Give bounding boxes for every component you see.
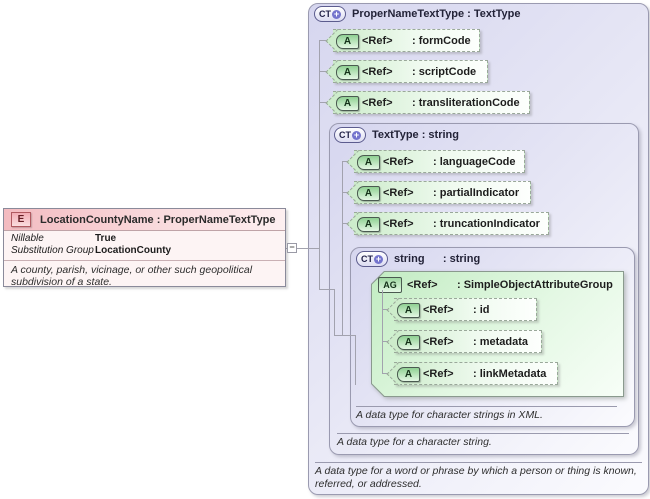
attribute-icon: A — [397, 335, 420, 350]
attribute-ref: <Ref> — [383, 187, 414, 199]
tree-line — [319, 40, 320, 290]
attribute-group-ref: <Ref> — [407, 279, 438, 291]
attribute-ref: <Ref> — [362, 66, 393, 78]
attribute-name: : transliterationCode — [412, 97, 520, 109]
attribute-ref: <Ref> — [383, 218, 414, 230]
complex-type-icon: CT+ — [334, 127, 366, 143]
attribute-icon: A — [357, 217, 380, 232]
tree-line — [334, 335, 356, 336]
element-header[interactable]: E LocationCountyName : ProperNameTextTyp… — [4, 209, 285, 231]
attribute-ref: <Ref> — [362, 97, 393, 109]
property-label: Nillable — [11, 233, 44, 244]
attribute-tag-partialindicator[interactable]: A <Ref> : partialIndicator — [354, 181, 531, 204]
attribute-icon: A — [336, 65, 359, 80]
expand-icon[interactable]: + — [374, 253, 383, 264]
type-title: string : string — [394, 253, 481, 265]
attribute-name: : scriptCode — [412, 66, 477, 78]
attribute-name: : metadata — [473, 336, 529, 348]
attribute-name: : id — [473, 304, 490, 316]
property-label: Substitution Group — [11, 245, 94, 256]
type-title: ProperNameTextType : TextType — [352, 8, 521, 20]
attribute-name: : linkMetadata — [473, 368, 547, 380]
complex-type-icon: CT+ — [314, 6, 346, 22]
annotation-texttype: A data type for a character string. — [337, 436, 492, 448]
tree-line — [355, 335, 356, 385]
attribute-tag-transliterationcode[interactable]: A <Ref> : transliterationCode — [333, 91, 530, 114]
attribute-ref: <Ref> — [423, 304, 454, 316]
attribute-icon: A — [336, 96, 359, 111]
element-box-locationcountyname[interactable]: E LocationCountyName : ProperNameTextTyp… — [3, 208, 286, 288]
expand-icon[interactable]: + — [332, 8, 341, 19]
attribute-group-name: : SimpleObjectAttributeGroup — [457, 279, 613, 291]
property-row-nillable: Nillable True — [11, 233, 285, 245]
attribute-tag-id[interactable]: A <Ref> : id — [394, 298, 537, 321]
tree-line — [342, 161, 343, 335]
tree-line — [319, 289, 335, 290]
element-icon: E — [11, 212, 31, 227]
attribute-name: : languageCode — [433, 156, 516, 168]
type-header-string[interactable]: CT+ string : string — [356, 251, 480, 267]
attribute-icon: A — [357, 155, 380, 170]
annotation-propernametexttype: A data type for a word or phrase by whic… — [315, 465, 637, 490]
tree-line — [334, 289, 335, 335]
element-title: LocationCountyName : ProperNameTextType — [40, 213, 276, 226]
attribute-ref: <Ref> — [362, 35, 393, 47]
attribute-ref: <Ref> — [423, 336, 454, 348]
attribute-tag-truncationindicator[interactable]: A <Ref> : truncationIndicator — [354, 212, 549, 235]
collapse-toggle[interactable]: − — [287, 243, 297, 253]
attribute-name: : truncationIndicator — [433, 218, 540, 230]
annotation-string: A data type for character strings in XML… — [356, 409, 543, 421]
annotation-divider — [356, 406, 617, 407]
type-header-propernametexttype[interactable]: CT+ ProperNameTextType : TextType — [314, 6, 521, 22]
complex-type-icon: CT+ — [356, 251, 388, 267]
type-title: TextType : string — [372, 129, 459, 141]
attribute-ref: <Ref> — [423, 368, 454, 380]
attribute-tag-metadata[interactable]: A <Ref> : metadata — [394, 330, 542, 353]
attribute-name: : partialIndicator — [433, 187, 520, 199]
attribute-group-icon: AG — [378, 277, 402, 293]
attribute-ref: <Ref> — [383, 156, 414, 168]
type-header-texttype[interactable]: CT+ TextType : string — [334, 127, 459, 143]
tree-line — [382, 290, 383, 374]
attribute-tag-formcode[interactable]: A <Ref> : formCode — [333, 29, 480, 52]
annotation-divider — [337, 433, 629, 434]
attribute-icon: A — [336, 34, 359, 49]
attribute-icon: A — [397, 367, 420, 382]
attribute-tag-scriptcode[interactable]: A <Ref> : scriptCode — [333, 60, 488, 83]
attribute-tag-linkmetadata[interactable]: A <Ref> : linkMetadata — [394, 362, 558, 385]
attribute-icon: A — [397, 303, 420, 318]
annotation-divider — [315, 462, 642, 463]
property-value: True — [95, 233, 117, 244]
attribute-name: : formCode — [412, 35, 471, 47]
expand-icon[interactable]: + — [352, 129, 361, 140]
element-properties: Nillable True Substitution Group Locatio… — [4, 231, 285, 261]
attribute-tag-languagecode[interactable]: A <Ref> : languageCode — [354, 150, 525, 173]
element-annotation: A county, parish, vicinage, or other suc… — [11, 264, 253, 288]
connector-line — [286, 248, 319, 249]
attribute-icon: A — [357, 186, 380, 201]
property-value: LocationCounty — [95, 245, 172, 256]
property-row-substitution-group: Substitution Group LocationCounty — [11, 245, 285, 257]
